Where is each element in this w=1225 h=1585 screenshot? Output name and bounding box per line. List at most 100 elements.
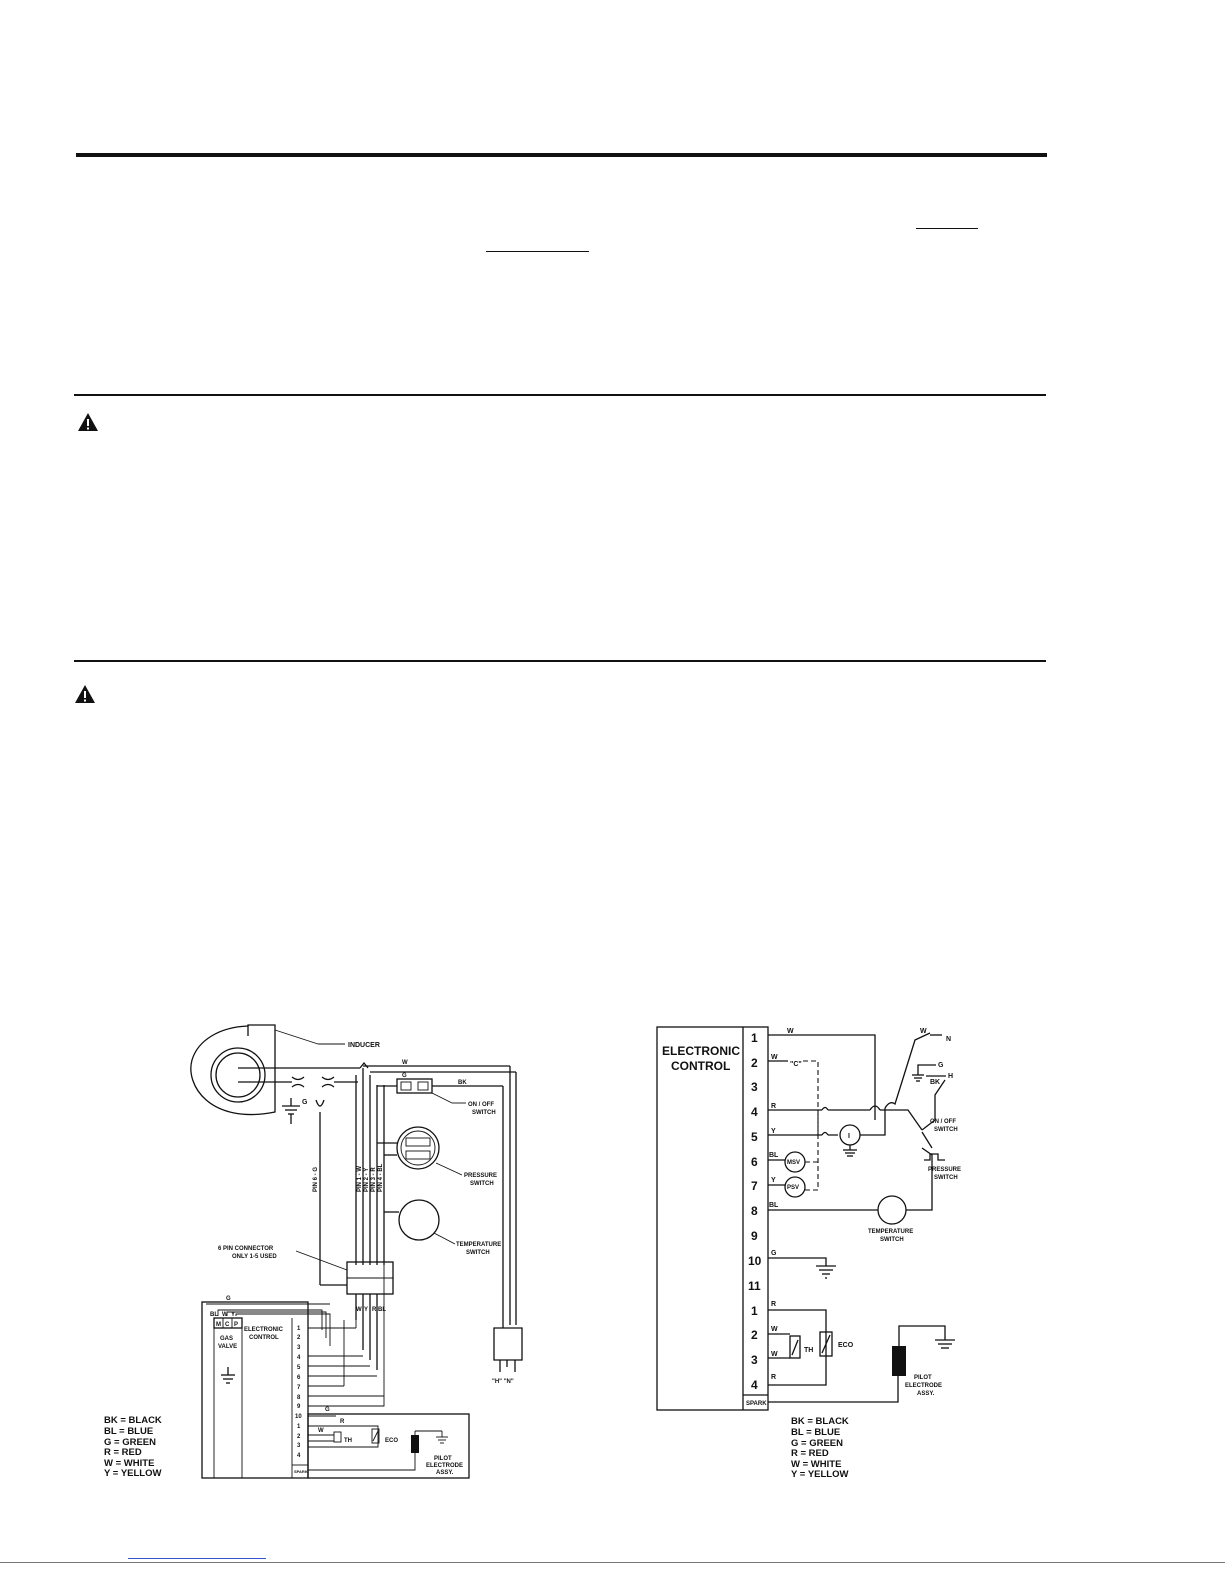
svg-text:4: 4 <box>297 1355 301 1361</box>
inducer-motor <box>839 1124 861 1146</box>
svg-text:5: 5 <box>297 1365 301 1371</box>
onoff-label-1: ON / OFF <box>468 1102 494 1108</box>
switch-bk-label: BK <box>458 1080 467 1086</box>
schematic-pressure-label-2: SWITCH <box>934 1175 958 1181</box>
schematic-eco <box>819 1331 833 1357</box>
svg-text:W = WHITE: W = WHITE <box>104 1458 154 1469</box>
schematic-legend: BK = BLACK BL = BLUE G = GREEN R = RED W… <box>791 1416 849 1480</box>
schematic-bk-label: BK <box>930 1079 940 1086</box>
schematic-control-label-2: CONTROL <box>671 1059 730 1073</box>
pilot-ground-icon <box>935 1339 955 1349</box>
svg-text:1: 1 <box>751 1304 758 1318</box>
section-rule-2 <box>74 660 1046 662</box>
svg-text:1: 1 <box>297 1424 301 1430</box>
svg-text:2: 2 <box>297 1434 301 1440</box>
schematic-temp-label-1: TEMPERATURE <box>868 1229 913 1235</box>
svg-text:9: 9 <box>297 1404 301 1410</box>
svg-text:R: R <box>771 1103 776 1110</box>
schematic-w-label: W <box>920 1028 927 1035</box>
svg-text:2: 2 <box>297 1335 301 1341</box>
svg-text:W: W <box>787 1028 794 1035</box>
schematic-eco-label: ECO <box>838 1342 854 1349</box>
text-underline-1 <box>916 228 978 229</box>
valve-top-label: Y <box>231 1312 235 1318</box>
gas-valve-label-2: VALVE <box>218 1344 237 1350</box>
schematic-onoff-label-2: SWITCH <box>934 1127 958 1133</box>
svg-text:W: W <box>771 1326 778 1333</box>
plug-label: "H" "N" <box>492 1379 514 1385</box>
ground-icon <box>282 1098 300 1124</box>
pressure-label-2: SWITCH <box>470 1181 494 1187</box>
svg-text:2: 2 <box>751 1328 758 1342</box>
warning-icon <box>78 413 98 431</box>
warning-icon <box>75 685 95 703</box>
footer-link-underline[interactable] <box>128 1558 266 1559</box>
schematic-diagram: SPARK ELECTRONIC CONTROL 1 2 3 4 5 6 7 8… <box>656 1026 961 1411</box>
schematic-terminal-list: 1 2 3 4 5 6 7 8 9 10 11 1 2 3 4 <box>748 1031 762 1392</box>
inducer-blower <box>190 1024 276 1116</box>
schematic-th-label: TH <box>804 1347 813 1354</box>
inducer-i-label: I <box>848 1133 850 1140</box>
ignition-box <box>307 1413 470 1479</box>
svg-text:3: 3 <box>297 1345 301 1351</box>
svg-text:10: 10 <box>748 1254 762 1268</box>
pilot-label-3: ASSY. <box>436 1470 454 1476</box>
svg-text:BL = BLUE: BL = BLUE <box>791 1427 840 1438</box>
svg-text:W = WHITE: W = WHITE <box>791 1459 841 1470</box>
valve-top-label: W <box>222 1312 228 1318</box>
svg-text:W: W <box>771 1351 778 1358</box>
svg-text:9: 9 <box>751 1229 758 1243</box>
svg-text:Y = YELLOW: Y = YELLOW <box>104 1468 161 1479</box>
inducer-ground-icon <box>843 1149 857 1157</box>
pilot-electrode <box>411 1435 419 1453</box>
svg-text:R = RED: R = RED <box>104 1447 142 1458</box>
schematic-g-label: G <box>938 1062 944 1069</box>
svg-text:1: 1 <box>751 1031 758 1045</box>
schematic-onoff-label-1: ON / OFF <box>930 1119 956 1125</box>
svg-text:"C": "C" <box>790 1061 802 1068</box>
connector-wire-label: Y <box>364 1307 368 1313</box>
valve-term-label: P <box>234 1322 238 1328</box>
svg-text:BL = BLUE: BL = BLUE <box>104 1426 153 1437</box>
svg-text:BK = BLACK: BK = BLACK <box>791 1416 849 1427</box>
valve-g-label: G <box>226 1296 231 1302</box>
svg-text:4: 4 <box>751 1378 758 1392</box>
svg-text:6: 6 <box>297 1375 301 1381</box>
pin-label: PIN 6 - G <box>313 1167 319 1192</box>
valve-term-label: M <box>216 1322 221 1328</box>
connector-label-1: 6 PIN CONNECTOR <box>218 1246 274 1252</box>
onoff-switch <box>396 1078 433 1094</box>
power-plug <box>493 1325 523 1372</box>
control-label-2: CONTROL <box>249 1335 279 1341</box>
pin-label: PIN 2 - Y <box>364 1168 370 1192</box>
schematic-h-label: H <box>948 1073 953 1080</box>
msv-label: MSV <box>787 1160 800 1166</box>
switch-g-label: G <box>402 1073 407 1079</box>
svg-text:7: 7 <box>297 1385 301 1391</box>
pilot-ground-icon <box>436 1431 448 1444</box>
svg-text:W: W <box>771 1054 778 1061</box>
svg-text:3: 3 <box>751 1080 758 1094</box>
svg-text:BK = BLACK: BK = BLACK <box>104 1415 162 1426</box>
spark-label: SPARK <box>294 1469 308 1474</box>
control-label-1: ELECTRONIC <box>244 1327 284 1333</box>
pressure-switch <box>396 1126 440 1170</box>
ground-label: G <box>302 1099 308 1106</box>
schematic-control-box <box>656 1026 769 1411</box>
svg-text:4: 4 <box>297 1453 301 1459</box>
svg-text:G = GREEN: G = GREEN <box>104 1437 156 1448</box>
pin-label: PIN 3 - R <box>371 1167 377 1192</box>
pilot-label-2: ELECTRODE <box>426 1463 463 1469</box>
section-rule-1 <box>74 394 1046 396</box>
footer-rule <box>0 1562 1225 1563</box>
connector-wire-label: W <box>356 1307 362 1313</box>
svg-text:7: 7 <box>751 1179 758 1193</box>
svg-text:G: G <box>771 1250 777 1257</box>
svg-text:1: 1 <box>297 1326 301 1332</box>
svg-text:BL: BL <box>769 1152 779 1159</box>
schematic-pressure-label-1: PRESSURE <box>928 1167 961 1173</box>
schematic-g-ground-icon <box>912 1074 924 1082</box>
temperature-label-2: SWITCH <box>466 1250 490 1256</box>
svg-text:3: 3 <box>751 1353 758 1367</box>
svg-text:5: 5 <box>751 1130 758 1144</box>
